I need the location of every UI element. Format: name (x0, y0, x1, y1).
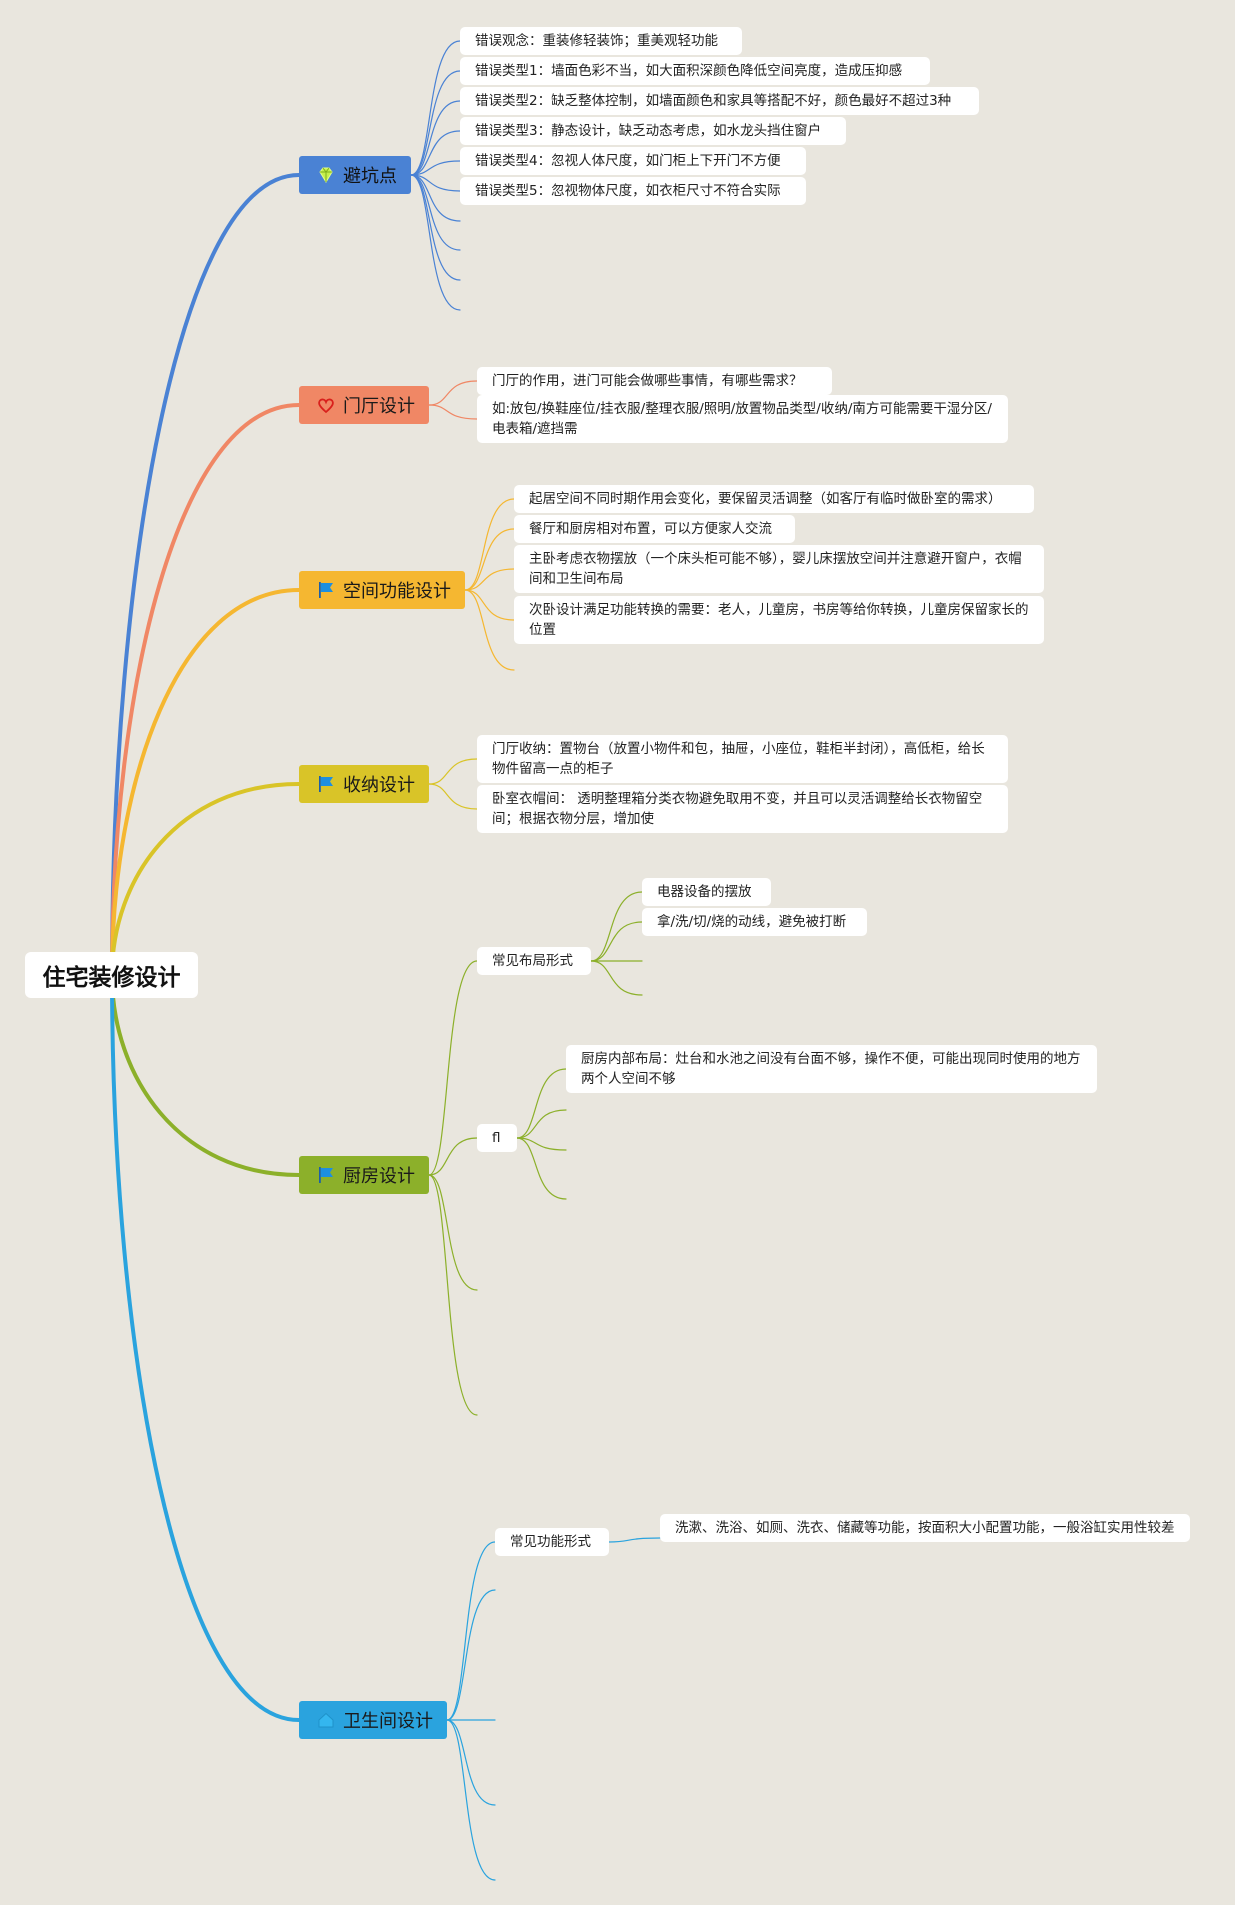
root-node[interactable]: 住宅装修设计 (25, 952, 198, 998)
branch-storage-design[interactable]: 收纳设计 (299, 765, 429, 803)
leaf-space-3[interactable]: 次卧设计满足功能转换的需要：老人，儿童房，书房等给你转换，儿童房保留家长的位置 (514, 596, 1044, 644)
connector (464, 498, 515, 591)
flag-icon (316, 774, 336, 794)
connector (410, 70, 461, 176)
connector (446, 1541, 496, 1721)
connector (590, 960, 643, 996)
connector (428, 380, 478, 406)
branch-kitchen-design[interactable]: 厨房设计 (299, 1156, 429, 1194)
gem-icon (316, 165, 336, 185)
connector (110, 973, 301, 1177)
connector (428, 404, 478, 420)
connector (516, 1137, 567, 1151)
leaf-space-0[interactable]: 起居空间不同时期作用会变化，要保留灵活调整（如客厅有临时做卧室的需求） (514, 485, 1034, 513)
leaf-avoid-1[interactable]: 错误类型1：墙面色彩不当，如大面积深颜色降低空间亮度，造成压抑感 (460, 57, 930, 85)
leaf-foyer-1[interactable]: 如:放包/换鞋座位/挂衣服/整理衣服/照明/放置物品类型/收纳/南方可能需要干湿… (477, 395, 1008, 443)
connector (446, 1589, 496, 1721)
connector (410, 100, 461, 176)
branch-label: 卫生间设计 (343, 1711, 433, 1732)
kitchen-leaf-appliances[interactable]: 电器设备的摆放 (642, 878, 771, 906)
heart-icon (316, 395, 336, 415)
flag-icon (316, 1165, 336, 1185)
kitchen-leaf-workflow[interactable]: 拿/洗/切/烧的动线，避免被打断 (642, 908, 867, 936)
leaf-space-2[interactable]: 主卧考虑衣物摆放（一个床头柜可能不够），婴儿床摆放空间并注意避开窗户，衣帽间和卫… (514, 545, 1044, 593)
branch-label: 收纳设计 (343, 775, 415, 796)
connector (516, 1109, 567, 1139)
branch-avoid-pitfalls[interactable]: 避坑点 (299, 156, 411, 194)
connector (516, 1068, 567, 1139)
branch-foyer-design[interactable]: 门厅设计 (299, 386, 429, 424)
connector (464, 528, 515, 591)
connector (590, 921, 643, 962)
connector (110, 403, 301, 977)
home-icon (316, 1710, 336, 1730)
connector (608, 1537, 661, 1543)
leaf-storage-0[interactable]: 门厅收纳：置物台（放置小物件和包，抽屉，小座位，鞋柜半封闭），高低柜，给长物件留… (477, 735, 1008, 783)
leaf-avoid-5[interactable]: 错误类型5：忽视物体尺度，如衣柜尺寸不符合实际 (460, 177, 806, 205)
kitchen-leaf-internal-layout[interactable]: 厨房内部布局：灶台和水池之间没有台面不够，操作不便，可能出现同时使用的地方两个人… (566, 1045, 1097, 1093)
connector (464, 589, 515, 621)
branch-label: 厨房设计 (343, 1166, 415, 1187)
leaf-avoid-3[interactable]: 错误类型3：静态设计，缺乏动态考虑，如水龙头挡住窗户 (460, 117, 846, 145)
leaf-storage-1[interactable]: 卧室衣帽间： 透明整理箱分类衣物避免取用不变，并且可以灵活调整给长衣物留空间；根… (477, 785, 1008, 833)
connector (446, 1719, 496, 1806)
connector (110, 173, 301, 977)
bathroom-sub-common-functions[interactable]: 常见功能形式 (495, 1528, 609, 1556)
connector (428, 960, 478, 1176)
connector (410, 160, 461, 176)
branch-space-function-design[interactable]: 空间功能设计 (299, 571, 465, 609)
connector (446, 1719, 496, 1881)
connector (410, 40, 461, 176)
branch-label: 空间功能设计 (343, 581, 451, 602)
connector (590, 891, 643, 962)
connector (464, 568, 515, 591)
leaf-avoid-4[interactable]: 错误类型4：忽视人体尺度，如门柜上下开门不方便 (460, 147, 806, 175)
connector (428, 1174, 478, 1291)
connector (464, 589, 515, 671)
connector (410, 174, 461, 311)
kitchen-sub-fl[interactable]: fl (477, 1124, 517, 1152)
connector (428, 783, 478, 810)
connector (110, 588, 301, 977)
leaf-avoid-0[interactable]: 错误观念：重装修轻装饰；重美观轻功能 (460, 27, 742, 55)
connector (410, 174, 461, 222)
connector (110, 782, 301, 977)
connector (516, 1137, 567, 1200)
bathroom-leaf-functions[interactable]: 洗漱、洗浴、如厕、洗衣、储藏等功能，按面积大小配置功能，一般浴缸实用性较差 (660, 1514, 1190, 1542)
connector (428, 1137, 478, 1176)
kitchen-sub-common-layout[interactable]: 常见布局形式 (477, 947, 591, 975)
connector (428, 758, 478, 785)
flag-icon (316, 580, 336, 600)
branch-bathroom-design[interactable]: 卫生间设计 (299, 1701, 447, 1739)
leaf-avoid-2[interactable]: 错误类型2：缺乏整体控制，如墙面颜色和家具等搭配不好，颜色最好不超过3种 (460, 87, 979, 115)
leaf-foyer-0[interactable]: 门厅的作用，进门可能会做哪些事情，有哪些需求？ (477, 367, 832, 395)
connector (110, 973, 301, 1722)
branch-label: 避坑点 (343, 166, 397, 187)
connector (410, 130, 461, 176)
branch-label: 门厅设计 (343, 396, 415, 417)
leaf-space-1[interactable]: 餐厅和厨房相对布置，可以方便家人交流 (514, 515, 795, 543)
connector (428, 1174, 478, 1416)
